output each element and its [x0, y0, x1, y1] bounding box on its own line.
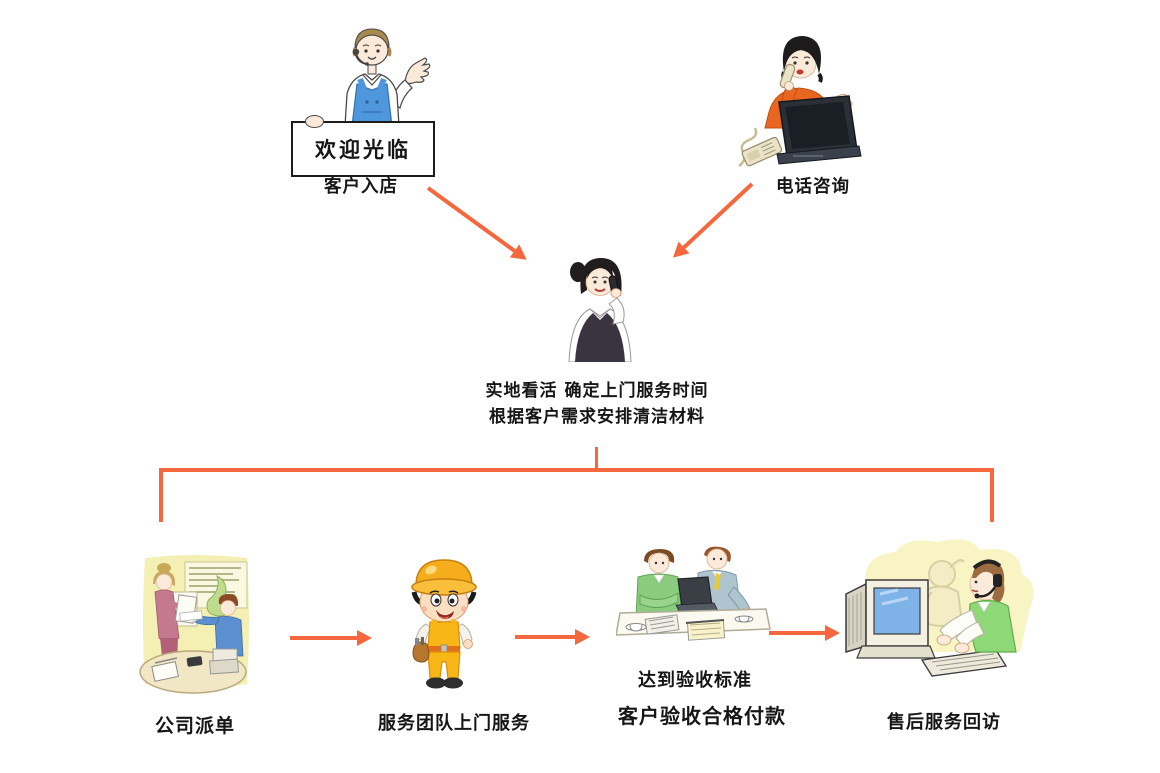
arrow-step1-step2 [290, 628, 372, 648]
phone-consult-icon [738, 36, 862, 167]
connector-left-drop [159, 468, 163, 522]
customer-entry-label: 客户入店 [324, 177, 398, 197]
connector-horizontal [159, 468, 994, 472]
acceptance-meeting-icon [616, 546, 771, 641]
after-sales-icon [845, 539, 1034, 677]
arrow-step3-step4 [769, 623, 840, 643]
site-survey-line1: 实地看活 确定上门服务时间 [485, 381, 709, 401]
connector-right-drop [990, 468, 994, 522]
shop-clerk-icon [344, 28, 431, 126]
welcome-sign: 欢迎光临 [291, 121, 435, 177]
site-survey-line2: 根据客户需求安排清洁材料 [489, 407, 705, 427]
acceptance-line2: 客户验收合格付款 [618, 704, 786, 728]
team-service-label: 服务团队上门服务 [378, 713, 530, 734]
clerk-hand-on-sign-icon [305, 115, 324, 128]
arrow-step2-step3 [515, 627, 590, 647]
dispatch-label: 公司派单 [154, 715, 235, 737]
connector-center-stub [595, 447, 598, 470]
office-dispatch-icon [139, 555, 249, 694]
service-worker-icon [411, 559, 477, 689]
welcome-sign-text: 欢迎光临 [315, 138, 411, 162]
phone-consult-label: 电话咨询 [776, 177, 850, 197]
receptionist-icon [568, 258, 632, 362]
acceptance-line1: 达到验收标准 [638, 670, 752, 691]
arrow-consult-to-center [666, 177, 759, 265]
after-sales-label: 售后服务回访 [887, 712, 1001, 733]
arrow-entry-to-center [422, 180, 532, 268]
